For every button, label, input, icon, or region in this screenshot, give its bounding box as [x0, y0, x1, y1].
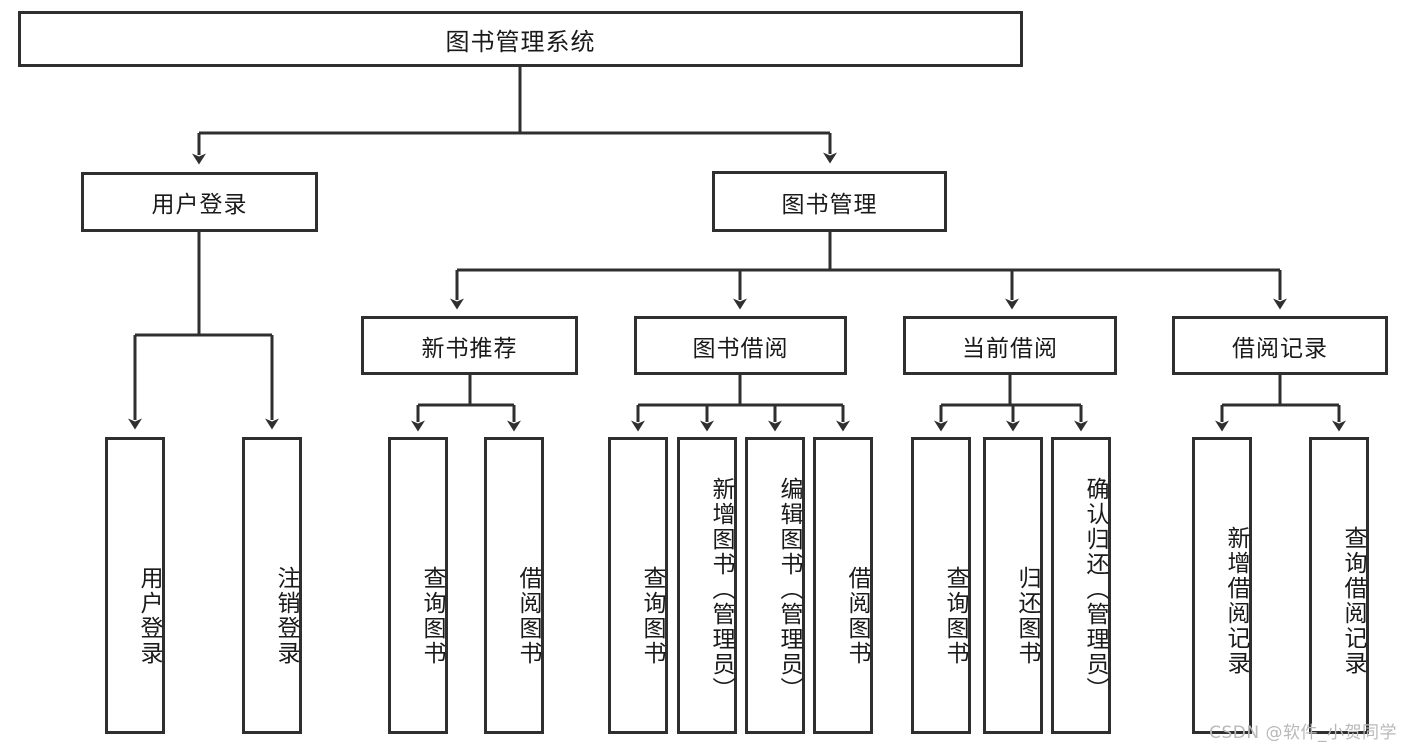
node-leaf-borrow-book-1-label: 借阅图书: [515, 565, 541, 666]
connector-newbook-to-leaves: [411, 375, 521, 432]
node-current-borrow[interactable]: 当前借阅: [903, 316, 1117, 375]
node-book-manage[interactable]: 图书管理: [712, 171, 947, 232]
node-leaf-add-record[interactable]: 新增借阅记录: [1192, 437, 1252, 734]
node-leaf-borrow-book-2[interactable]: 借阅图书: [813, 437, 873, 734]
node-leaf-return-book-label: 归还图书: [1014, 565, 1040, 666]
connector-currentborrow-to-leaves: [934, 375, 1088, 432]
node-leaf-query-book-3[interactable]: 查询图书: [911, 437, 971, 734]
node-leaf-user-login-label: 用户登录: [136, 565, 162, 666]
node-borrow-record-label: 借阅记录: [1232, 335, 1328, 362]
node-leaf-add-book[interactable]: 新增图书（管理员）: [677, 437, 737, 734]
node-leaf-confirm-return[interactable]: 确认归还（管理员）: [1051, 437, 1111, 734]
node-borrow-record[interactable]: 借阅记录: [1172, 316, 1388, 375]
node-book-borrow-label: 图书借阅: [692, 335, 789, 362]
node-user-login-label: 用户登录: [151, 192, 248, 218]
connector-userlogin-to-leaves: [128, 232, 279, 430]
node-new-book-rec-label: 新书推荐: [421, 335, 518, 362]
node-leaf-query-book-1-label: 查询图书: [419, 565, 445, 666]
node-book-borrow[interactable]: 图书借阅: [634, 316, 847, 375]
node-root[interactable]: 图书管理系统: [18, 11, 1023, 67]
node-leaf-borrow-book-1[interactable]: 借阅图书: [484, 437, 544, 734]
node-leaf-user-login[interactable]: 用户登录: [105, 437, 165, 734]
node-leaf-query-book-2-label: 查询图书: [639, 565, 665, 666]
node-leaf-borrow-book-2-label: 借阅图书: [844, 565, 870, 666]
connector-root-to-level2: [192, 67, 837, 165]
node-user-login[interactable]: 用户登录: [81, 172, 318, 232]
node-leaf-return-book[interactable]: 归还图书: [983, 437, 1043, 734]
node-leaf-query-record-label: 查询借阅记录: [1340, 525, 1366, 676]
connector-borrowrecord-to-leaves: [1215, 375, 1346, 432]
node-leaf-add-record-label: 新增借阅记录: [1223, 525, 1249, 676]
node-leaf-user-logout-label: 注销登录: [273, 565, 299, 666]
connector-bookmanage-to-level3: [450, 232, 1287, 310]
node-leaf-confirm-return-label: 确认归还（管理员）: [1082, 477, 1108, 702]
node-current-borrow-label: 当前借阅: [962, 335, 1058, 362]
node-leaf-edit-book[interactable]: 编辑图书（管理员）: [745, 437, 805, 734]
node-leaf-query-book-2[interactable]: 查询图书: [608, 437, 668, 734]
node-root-label: 图书管理系统: [445, 27, 596, 56]
node-leaf-edit-book-label: 编辑图书（管理员）: [776, 477, 802, 702]
node-leaf-query-book-1[interactable]: 查询图书: [388, 437, 448, 734]
node-book-manage-label: 图书管理: [781, 191, 878, 218]
node-leaf-query-book-3-label: 查询图书: [942, 565, 968, 666]
connector-bookborrow-to-leaves: [631, 375, 850, 432]
watermark-text: CSDN @软件_小贺同学: [1209, 723, 1397, 743]
node-leaf-query-record[interactable]: 查询借阅记录: [1309, 437, 1369, 734]
node-leaf-user-logout[interactable]: 注销登录: [242, 437, 302, 734]
node-new-book-rec[interactable]: 新书推荐: [361, 316, 578, 375]
node-leaf-add-book-label: 新增图书（管理员）: [708, 477, 734, 702]
